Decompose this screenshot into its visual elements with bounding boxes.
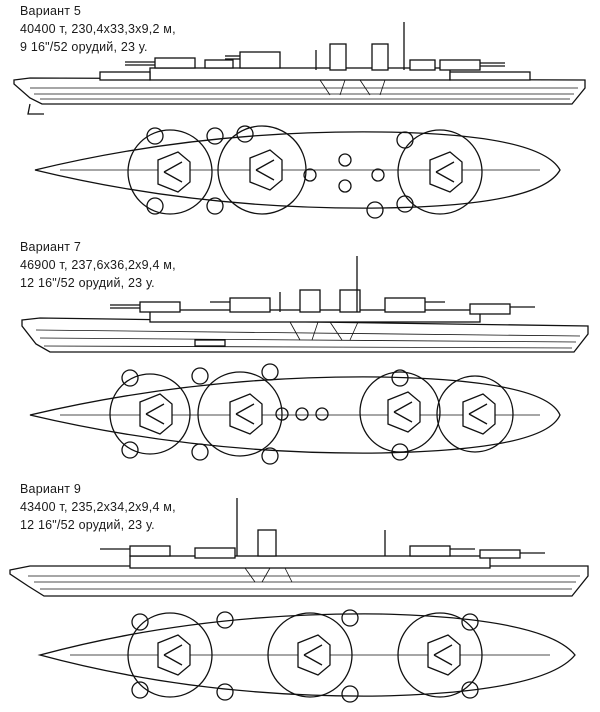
variant-9-armament: 12 16"/52 орудий, 23 у. <box>20 518 155 532</box>
variant-5-plan <box>34 125 561 219</box>
variant-7-caption: Вариант 7 46900 т, 237,6x36,2x9,4 м, 12 … <box>20 238 176 292</box>
variant-9-profile <box>9 498 589 597</box>
variant-9-specs: 43400 т, 235,2x34,2x9,4 м, <box>20 500 176 514</box>
variant-9-caption: Вариант 9 43400 т, 235,2x34,2x9,4 м, 12 … <box>20 480 176 534</box>
variant-7-armament: 12 16"/52 орудий, 23 у. <box>20 276 155 290</box>
variant-7-plan <box>29 363 561 465</box>
variant-7-profile <box>21 256 589 353</box>
variant-7-specs: 46900 т, 237,6x36,2x9,4 м, <box>20 258 176 272</box>
variant-5-specs: 40400 т, 230,4x33,3x9,2 м, <box>20 22 176 36</box>
variant-9-title: Вариант 9 <box>20 482 82 496</box>
variant-7-title: Вариант 7 <box>20 240 82 254</box>
variant-5-caption: Вариант 5 40400 т, 230,4x33,3x9,2 м, 9 1… <box>20 2 176 56</box>
variant-5-title: Вариант 5 <box>20 4 82 18</box>
variant-5-profile <box>13 22 586 115</box>
variant-5-armament: 9 16"/52 орудий, 23 у. <box>20 40 148 54</box>
variant-9-plan <box>37 609 576 703</box>
